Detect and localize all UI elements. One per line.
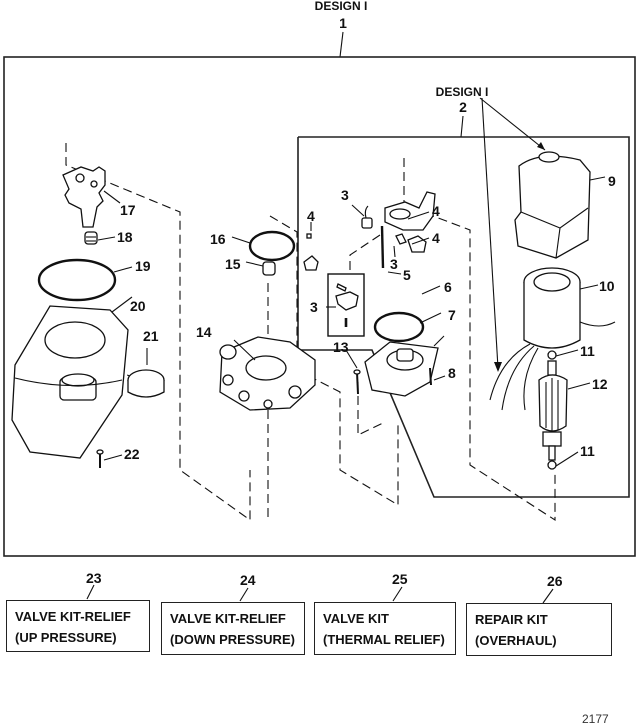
arrow-head (494, 362, 502, 372)
callout-3c: 3 (310, 299, 318, 315)
screw-reservoir-part[interactable] (96, 449, 104, 468)
spring-part[interactable] (306, 233, 312, 239)
spring-3b-part[interactable] (336, 283, 347, 292)
kit-line2: (DOWN PRESSURE) (170, 632, 295, 647)
callout-3a: 3 (341, 187, 349, 203)
washer-11-part[interactable] (547, 350, 557, 360)
kit-line2: (THERMAL RELIEF) (323, 632, 445, 647)
kit-line1: REPAIR KIT (475, 612, 548, 627)
callout-18: 18 (117, 229, 133, 245)
callout-9: 9 (608, 173, 616, 189)
callout-4b: 4 (432, 203, 440, 219)
kit-valve-relief-up[interactable]: VALVE KIT-RELIEF (UP PRESSURE) (6, 600, 150, 652)
callout-7: 7 (448, 307, 456, 323)
callout-15: 15 (225, 256, 241, 272)
explode-line-manifold (269, 215, 399, 506)
o-ring-manifold-part[interactable] (248, 230, 296, 262)
callout-20: 20 (130, 298, 146, 314)
explode-line-motor (403, 158, 556, 522)
rod-part[interactable] (380, 225, 385, 269)
callout-19: 19 (135, 258, 151, 274)
callout-4c: 4 (432, 230, 440, 246)
kit-leader (542, 588, 554, 604)
screw-8-part[interactable] (429, 367, 432, 386)
end-cap-part[interactable] (364, 341, 439, 397)
o-ring-6-part[interactable] (373, 311, 425, 343)
kit-repair-overhaul[interactable]: REPAIR KIT (OVERHAUL) (466, 603, 612, 656)
reservoir-part[interactable] (11, 305, 129, 459)
callout-4a: 4 (307, 208, 315, 224)
kit-leader (239, 587, 249, 602)
callout-10: 10 (599, 278, 615, 294)
callout-21: 21 (143, 328, 159, 344)
manifold-part[interactable] (219, 336, 316, 411)
callout-14: 14 (196, 324, 212, 340)
kit-line1: VALVE KIT (323, 611, 389, 626)
design-arrow-cover (479, 97, 546, 151)
washer-11b-part[interactable] (547, 460, 557, 470)
kit-line1: VALVE KIT-RELIEF (15, 609, 131, 624)
brush-holder-part[interactable] (384, 191, 436, 231)
assembly-leader (339, 31, 344, 58)
kit-line2: (OVERHAUL) (475, 633, 557, 648)
callout-11a: 11 (580, 343, 595, 359)
callout-8: 8 (448, 365, 456, 381)
kit-valve-relief-down[interactable]: VALVE KIT-RELIEF (DOWN PRESSURE) (161, 602, 305, 655)
kit-number-23: 23 (86, 570, 102, 586)
fill-cap-part[interactable] (127, 369, 165, 398)
subassembly-leader (460, 115, 464, 138)
valve-kit-inset (327, 273, 365, 337)
check-valve-part[interactable] (262, 261, 276, 276)
leader-lines (97, 176, 606, 467)
callout-5: 5 (403, 267, 411, 283)
valve-3b-part[interactable] (335, 291, 359, 311)
valve-4-part[interactable] (303, 255, 319, 271)
design-label-sub: DESIGN I (436, 85, 489, 99)
subassembly-number: 2 (459, 99, 467, 115)
kit-leader (86, 584, 95, 600)
explode-axis (357, 382, 386, 436)
wire-harness-part[interactable] (489, 343, 539, 411)
pump-body-part[interactable] (62, 166, 106, 228)
assembly-number: 1 (339, 15, 347, 31)
armature-part[interactable] (538, 360, 568, 461)
valve-3-part[interactable] (361, 205, 373, 229)
callout-22: 22 (124, 446, 140, 462)
callout-12: 12 (592, 376, 608, 392)
callout-16: 16 (210, 231, 226, 247)
callout-13: 13 (333, 339, 349, 355)
figure-number: 2177 (582, 712, 609, 726)
valve-4b-part[interactable] (407, 235, 427, 253)
design-label-top: DESIGN I (315, 0, 368, 13)
callout-6: 6 (444, 279, 452, 295)
callout-3b: 3 (390, 256, 398, 272)
screw-13-part[interactable] (353, 369, 361, 395)
kit-number-24: 24 (240, 572, 256, 588)
kit-line1: VALVE KIT-RELIEF (170, 611, 286, 626)
motor-cover-part[interactable] (514, 151, 591, 259)
arrow-head (537, 142, 545, 150)
callout-17: 17 (120, 202, 136, 218)
callout-11b: 11 (580, 443, 595, 459)
kit-number-26: 26 (547, 573, 563, 589)
assembly-frame (3, 56, 636, 557)
field-frame-part[interactable] (523, 267, 616, 349)
explode-line-pump (65, 143, 251, 522)
kit-line2: (UP PRESSURE) (15, 630, 117, 645)
o-ring-reservoir-part[interactable] (37, 258, 117, 302)
kit-valve-thermal-relief[interactable]: VALVE KIT (THERMAL RELIEF) (314, 602, 456, 655)
kit-leader (392, 586, 403, 602)
explode-axis (349, 234, 381, 275)
kit-number-25: 25 (392, 571, 408, 587)
design-arrow-harness (481, 97, 499, 369)
filter-screen-part[interactable] (84, 231, 98, 245)
spring-3-part[interactable] (395, 233, 407, 245)
